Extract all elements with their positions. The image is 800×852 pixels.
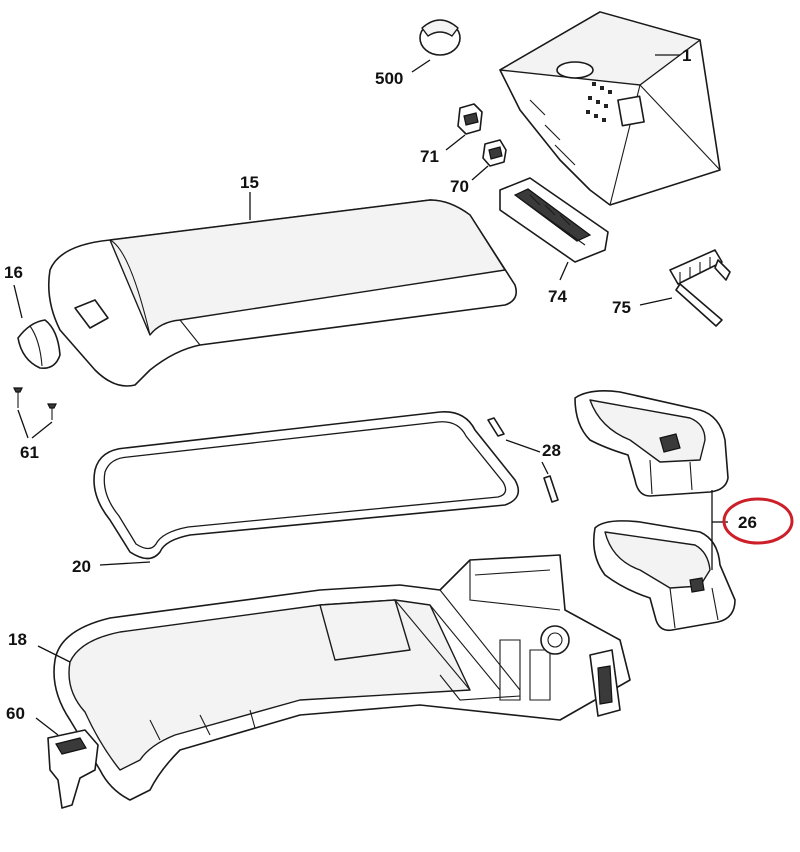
part-16-hinge-cover [13,284,61,370]
callout-20: 20 [72,557,91,576]
part-74-board-holder [499,177,609,281]
part-26-dispenser-upper [574,390,729,497]
callout-28: 28 [542,441,561,460]
part-15-lid [47,192,518,387]
callout-16: 16 [4,263,23,282]
part-26-dispenser-lower [592,520,736,632]
callout-1: 1 [682,46,691,65]
callout-500: 500 [375,69,403,88]
part-60-latch [35,717,99,809]
callout-71: 71 [420,147,439,166]
callout-26: 26 [738,513,757,532]
part-20-gasket [93,411,520,566]
callout-60: 60 [6,704,25,723]
part-18-top-frame [37,554,631,801]
part-75-bracket [639,249,731,327]
callout-70: 70 [450,177,469,196]
highlight-ring-26 [722,497,794,545]
callout-15: 15 [240,173,259,192]
callout-61: 61 [20,443,39,462]
part-1-control-panel [499,11,721,206]
part-500-knob [411,19,461,73]
part-28-hinge-pins [487,417,559,503]
callout-75: 75 [612,298,631,317]
part-71-switch [445,103,483,151]
part-70-switch [471,139,507,181]
part-61-screws [13,387,57,439]
callout-74: 74 [548,287,567,306]
callout-18: 18 [8,630,27,649]
